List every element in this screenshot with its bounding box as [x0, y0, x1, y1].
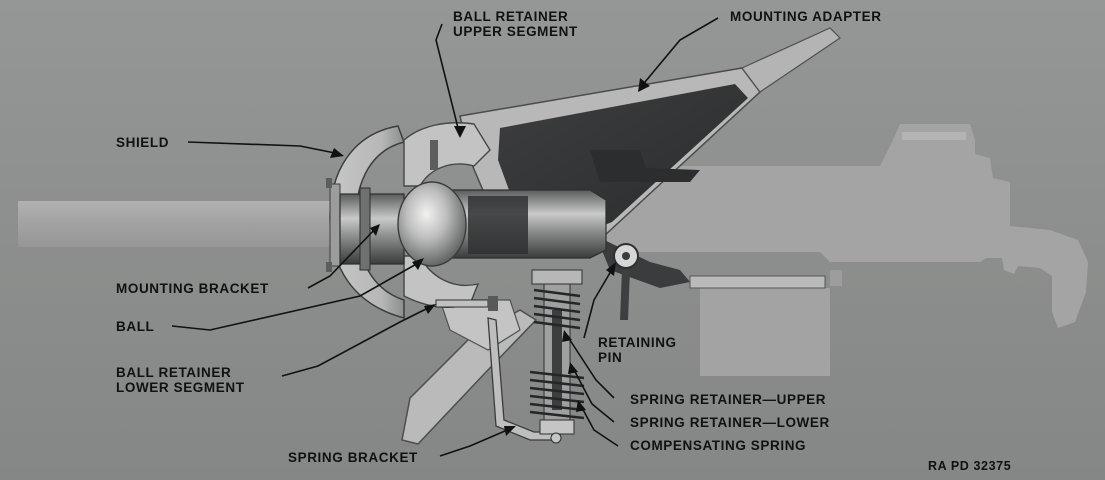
- retainer-bolt: [435, 296, 498, 311]
- retainer-shell: [403, 122, 491, 187]
- compensating-spring-part: [529, 269, 585, 444]
- label-mounting-adapter: MOUNTING ADAPTER: [730, 9, 882, 24]
- leader-lines: [171, 17, 719, 457]
- label-shield: SHIELD: [116, 135, 170, 150]
- label-ball: BALL: [116, 319, 155, 334]
- label-ball-retainer-lower-segment: BALL RETAINER LOWER SEGMENT: [116, 365, 245, 395]
- arrow-spring-bracket: [504, 426, 516, 436]
- leader-ball-retainer-lower: [281, 305, 433, 377]
- leader-ball-retainer-upper: [435, 23, 461, 137]
- leader-mounting-adapter: [639, 17, 719, 89]
- arrow-spring-retainer-lower: [568, 362, 578, 374]
- leader-mounting-bracket: [307, 227, 377, 289]
- label-spring-retainer-lower: SPRING RETAINER—LOWER: [630, 415, 830, 430]
- arrow-ball: [412, 258, 424, 270]
- label-retaining-pin: RETAINING PIN: [598, 335, 677, 365]
- leader-compensating-spring: [579, 403, 619, 447]
- arrow-retaining-pin: [606, 262, 616, 276]
- leader-spring-retainer-lower: [571, 365, 615, 423]
- arrow-ball-retainer-upper: [454, 126, 466, 138]
- gun-silhouette: [600, 124, 1088, 376]
- leader-shield: [187, 141, 341, 155]
- label-spring-bracket: SPRING BRACKET: [288, 450, 418, 465]
- ball-part: [397, 181, 467, 267]
- studs: [326, 140, 438, 272]
- arrow-ball-retainer-lower: [424, 304, 436, 314]
- arrow-compensating-spring: [576, 400, 586, 412]
- barrel: [18, 201, 346, 247]
- figure-code: RA PD 32375: [928, 459, 1012, 473]
- label-mounting-bracket: MOUNTING BRACKET: [116, 281, 269, 296]
- label-compensating-spring: COMPENSATING SPRING: [630, 438, 807, 453]
- retaining-pin-part: [613, 243, 639, 320]
- retainer-shell-lower: [403, 255, 480, 308]
- leader-spring-retainer-upper: [565, 333, 615, 399]
- arrow-mounting-bracket: [370, 224, 380, 236]
- label-ball-retainer-upper-segment: BALL RETAINER UPPER SEGMENT: [453, 9, 578, 39]
- arrow-mounting-adapter: [638, 78, 650, 92]
- label-spring-retainer-upper: SPRING RETAINER—UPPER: [630, 392, 827, 407]
- arrow-spring-retainer-upper: [562, 330, 572, 342]
- leader-spring-bracket: [439, 427, 513, 457]
- arrow-shield: [330, 148, 344, 158]
- lower-support: [401, 299, 538, 445]
- leader-retaining-pin: [583, 265, 615, 339]
- leader-ball: [171, 261, 421, 331]
